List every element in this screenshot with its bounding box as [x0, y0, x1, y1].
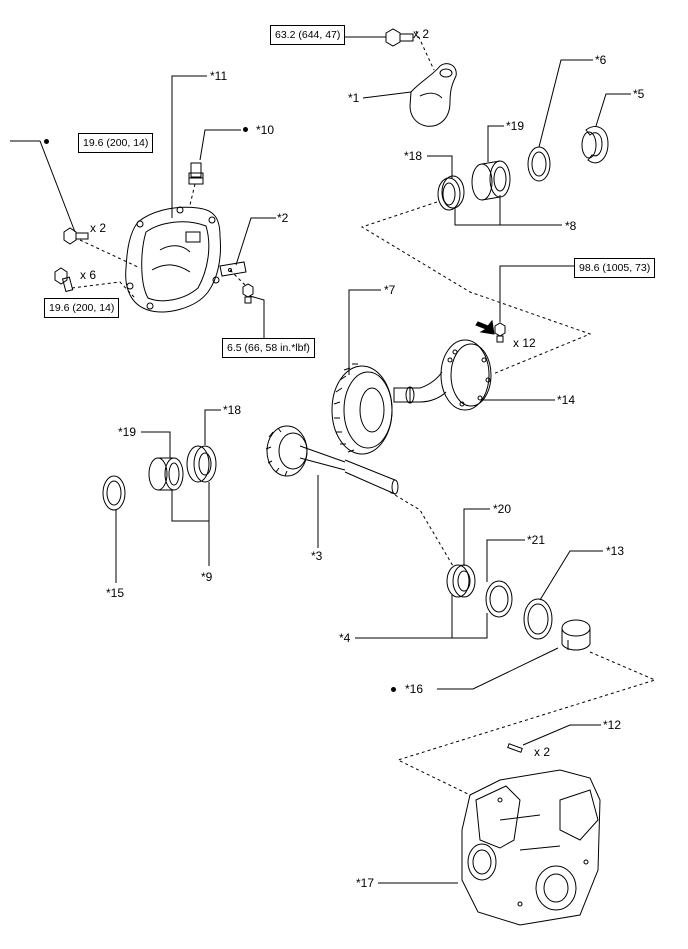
callout-18-upper: *18 [404, 149, 423, 163]
torque-spec-cover-upper: 19.6 (200, 14) [78, 133, 154, 153]
callout-10: *10 [256, 123, 275, 137]
ring-gear-part [331, 363, 393, 455]
leader-lines [10, 36, 631, 884]
differential-case-part [393, 339, 492, 411]
callout-21: *21 [527, 533, 546, 547]
upper-bearing-cone [437, 175, 465, 211]
upper-bearing-cup [471, 160, 511, 201]
quantity-straight-pin: x 2 [534, 745, 551, 759]
callout-12: *12 [603, 718, 622, 732]
cover-bolt-upper [63, 227, 89, 245]
quantity-cover-bolt-lower: x 6 [80, 268, 97, 282]
breather-plug-part [188, 162, 204, 185]
bolt-top [385, 28, 414, 47]
callout-19-upper: *19 [506, 119, 525, 133]
assembly-dashed-paths [71, 30, 657, 796]
callout-18-lower: *18 [223, 403, 242, 417]
callout-11: *11 [210, 69, 228, 83]
front-oil-seal [523, 598, 553, 640]
drive-pinion-part [265, 425, 399, 495]
callout-16: *16 [405, 682, 424, 696]
callout-13: *13 [606, 544, 625, 558]
callout-9: *9 [201, 570, 213, 584]
callout-14: *14 [557, 393, 576, 407]
straight-pin [507, 743, 523, 753]
torque-spec-ring-gear-bolt: 98.6 (1005, 73) [574, 258, 656, 278]
cover-bolt-lower [54, 267, 74, 293]
callout-20: *20 [493, 502, 512, 516]
callout-8: *8 [565, 219, 577, 233]
front-bearing-cone [446, 564, 476, 598]
callout-5: *5 [633, 87, 645, 101]
ring-gear-bolt [494, 322, 506, 343]
callout-19-lower: *19 [118, 425, 137, 439]
clamp-plate-part [219, 261, 247, 277]
callout-4: *4 [339, 631, 351, 645]
callout-15: *15 [106, 586, 125, 600]
washer-shim [102, 475, 126, 511]
torque-spec-top-bolt: 63.2 (644, 47) [270, 25, 346, 45]
non-reusable-marker-flange-nut [391, 687, 396, 692]
callout-3: *3 [311, 549, 323, 563]
non-reusable-marker-cover-bolt [44, 139, 49, 144]
callout-1: *1 [348, 91, 360, 105]
oil-seal-ring [527, 146, 551, 182]
quantity-top-bolt: x 2 [413, 27, 430, 41]
differential-carrier-housing [461, 769, 601, 926]
assembly-arrow-icon [475, 319, 495, 335]
torque-spec-small-bolt: 6.5 (66, 58 in.*lbf) [222, 338, 315, 358]
torque-spec-cover-lower: 19.6 (200, 14) [44, 298, 120, 318]
bearing-adjusting-nut [581, 126, 609, 164]
lower-bearing-cone [186, 445, 217, 483]
non-reusable-marker-breather [243, 127, 248, 132]
rear-cover-part [125, 206, 221, 313]
lower-bearing-cup [148, 457, 184, 491]
callout-17: *17 [356, 876, 375, 890]
front-bearing-cup [485, 580, 513, 618]
quantity-ring-gear-bolt: x 12 [513, 336, 536, 350]
small-bolt [242, 283, 254, 304]
callout-7: *7 [384, 283, 396, 297]
bearing-cap-part [409, 63, 457, 127]
companion-flange-nut [561, 619, 591, 651]
callout-6: *6 [595, 53, 607, 67]
callout-2: *2 [277, 211, 289, 225]
quantity-cover-bolt-upper: x 2 [90, 221, 107, 235]
